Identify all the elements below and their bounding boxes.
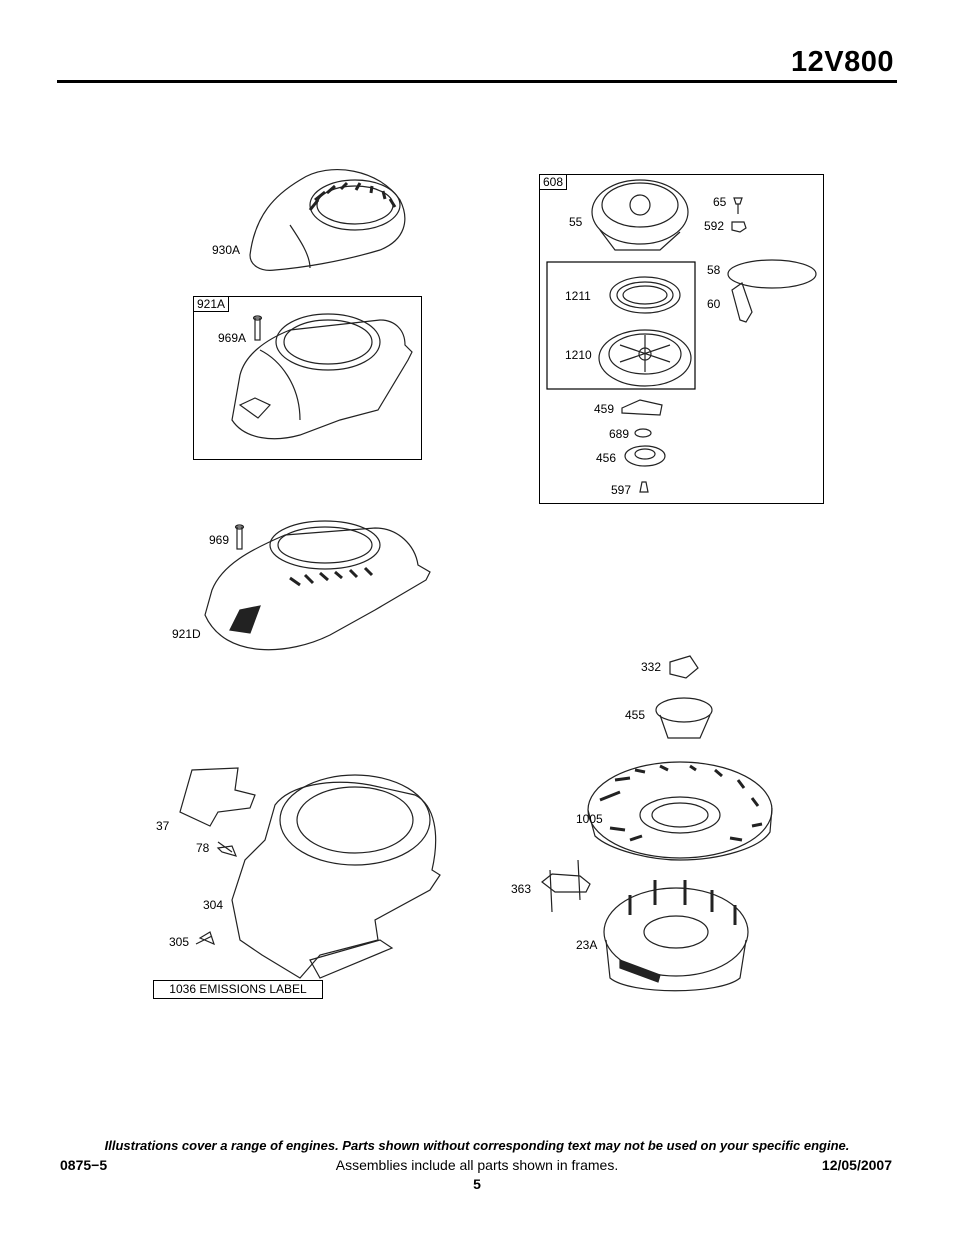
blower-housing-921D-drawing [204,520,431,651]
callout-78: 78 [196,841,210,855]
callout-55: 55 [569,215,583,229]
callout-930A: 930A [212,243,241,257]
air-guide-930A-drawing [249,169,406,271]
rewind-starter-55-drawing [591,179,689,251]
retainer-456-drawing [624,445,666,467]
pulley-1210-drawing [598,329,692,387]
cup-455-drawing [655,697,713,739]
callout-455: 455 [625,708,646,722]
callout-592: 592 [704,219,725,233]
callout-921D: 921D [172,627,201,641]
callout-60: 60 [707,297,721,311]
frame-921A-tag: 921A [193,296,230,312]
bracket-363-drawing [541,859,591,913]
shield-37-drawing [179,767,256,827]
ring-689-drawing [634,428,652,438]
page-number: 5 [473,1176,481,1192]
model-title: 12V800 [791,46,894,78]
callout-456: 456 [596,451,617,465]
pawl-459-drawing [621,399,663,416]
callout-969A: 969A [218,331,247,345]
callout-58: 58 [707,263,721,277]
bolt-305-drawing [195,931,215,946]
footer-date: 12/05/2007 [821,1157,892,1173]
callout-1005: 1005 [576,812,603,826]
callout-332: 332 [641,660,662,674]
nut-592-drawing [731,221,747,233]
frame-921A: 921A [193,296,422,460]
callout-37: 37 [156,819,170,833]
frame-608: 608 [539,174,824,504]
callout-689: 689 [609,427,630,441]
footer-code: 0875−5 [60,1157,108,1173]
fan-1005-drawing [587,761,773,861]
screw-65-drawing [733,197,743,214]
nut-332-drawing [669,655,699,679]
blower-housing-304-drawing [231,774,441,979]
handle-60-drawing [731,282,753,323]
callout-1210: 1210 [565,348,592,362]
footer-note: Illustrations cover a range of engines. … [104,1138,850,1153]
spring-1211-drawing [609,276,681,314]
inner-frame-1211-1210 [546,261,696,390]
callout-969: 969 [209,533,230,547]
header-rule [57,80,897,83]
callout-597: 597 [611,483,632,497]
emissions-label-box: 1036 EMISSIONS LABEL [153,980,323,999]
rope-58-drawing [727,259,817,289]
flywheel-23A-drawing [603,880,749,992]
screw-969A-drawing [252,315,263,341]
callout-1211: 1211 [565,289,591,303]
screw-969-drawing [234,524,245,550]
blower-housing-921A-drawing [231,313,413,440]
footer-assemblies: Assemblies include all parts shown in fr… [335,1157,619,1173]
callout-363: 363 [511,882,532,896]
callout-459: 459 [594,402,615,416]
screw-597-drawing [639,481,649,493]
callout-305: 305 [169,935,190,949]
callout-304: 304 [203,898,224,912]
bolt-78-drawing [216,841,238,857]
frame-608-tag: 608 [539,174,568,190]
callout-23A: 23A [576,938,598,952]
callout-65: 65 [713,195,727,209]
